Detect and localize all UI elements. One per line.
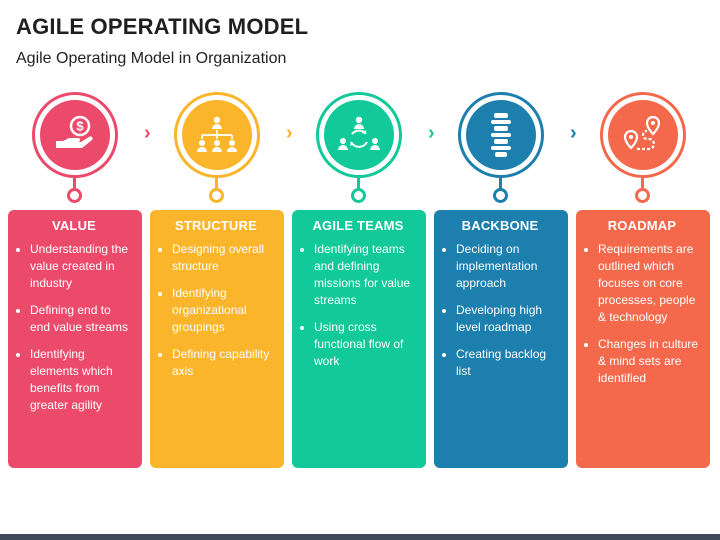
chevron-right-icon: › bbox=[428, 122, 435, 144]
list-item: Changes in culture & mind sets are ident… bbox=[598, 336, 702, 387]
icon-ring bbox=[458, 92, 544, 178]
card-title: VALUE bbox=[51, 218, 97, 233]
connector-stem bbox=[641, 178, 644, 190]
icon-ring bbox=[316, 92, 402, 178]
card-structure: STRUCTURE Designing overall structure Id… bbox=[150, 210, 284, 468]
card-agile-teams: AGILE TEAMS Identifying teams and defini… bbox=[292, 210, 426, 468]
chevron-right-icon: › bbox=[286, 122, 293, 144]
page-title: AGILE OPERATING MODEL bbox=[16, 14, 309, 39]
column-backbone: BACKBONE Deciding on implementation appr… bbox=[434, 88, 568, 470]
card-list: Designing overall structure Identifying … bbox=[156, 241, 276, 380]
list-item: Using cross functional flow of work bbox=[314, 319, 418, 370]
column-roadmap: ROADMAP Requirements are outlined which … bbox=[576, 88, 710, 470]
svg-text:$: $ bbox=[76, 119, 84, 134]
page-subtitle: Agile Operating Model in Organization bbox=[16, 50, 287, 67]
list-item: Identifying elements which benefits from… bbox=[30, 346, 134, 414]
chevron-right-icon: › bbox=[570, 122, 577, 144]
column-structure: STRUCTURE Designing overall structure Id… bbox=[150, 88, 284, 470]
column-value: $ VALUE Understanding the value created … bbox=[8, 88, 142, 470]
card-title: BACKBONE bbox=[461, 218, 539, 233]
list-item: Developing high level roadmap bbox=[456, 302, 560, 336]
connector-stem bbox=[499, 178, 502, 190]
connector-dot bbox=[635, 188, 650, 203]
icon-circle bbox=[324, 100, 394, 170]
team-cycle-icon bbox=[338, 116, 380, 150]
list-item: Creating backlog list bbox=[456, 346, 560, 380]
icon-ring bbox=[174, 92, 260, 178]
card-backbone: BACKBONE Deciding on implementation appr… bbox=[434, 210, 568, 468]
connector-dot bbox=[493, 188, 508, 203]
connector-dot bbox=[209, 188, 224, 203]
icon-circle: $ bbox=[40, 100, 110, 170]
connector-dot bbox=[67, 188, 82, 203]
list-item: Identifying teams and defining missions … bbox=[314, 241, 418, 309]
card-title: ROADMAP bbox=[607, 218, 677, 233]
icon-ring bbox=[600, 92, 686, 178]
list-item: Deciding on implementation approach bbox=[456, 241, 560, 292]
card-list: Identifying teams and defining missions … bbox=[298, 241, 418, 370]
connector-stem bbox=[73, 178, 76, 190]
card-list: Understanding the value created in indus… bbox=[14, 241, 134, 414]
list-item: Designing overall structure bbox=[172, 241, 276, 275]
icon-circle bbox=[608, 100, 678, 170]
card-list: Deciding on implementation approach Deve… bbox=[440, 241, 560, 380]
chevron-right-icon: › bbox=[144, 122, 151, 144]
column-agile-teams: AGILE TEAMS Identifying teams and defini… bbox=[292, 88, 426, 470]
card-roadmap: ROADMAP Requirements are outlined which … bbox=[576, 210, 710, 468]
connector-stem bbox=[357, 178, 360, 190]
footer-bar bbox=[0, 534, 720, 540]
list-item: Defining end to end value streams bbox=[30, 302, 134, 336]
icon-circle bbox=[466, 100, 536, 170]
icon-circle bbox=[182, 100, 252, 170]
list-item: Identifying organizational groupings bbox=[172, 285, 276, 336]
card-value: VALUE Understanding the value created in… bbox=[8, 210, 142, 468]
icon-ring: $ bbox=[32, 92, 118, 178]
model-columns: $ VALUE Understanding the value created … bbox=[8, 88, 712, 470]
list-item: Defining capability axis bbox=[172, 346, 276, 380]
card-list: Requirements are outlined which focuses … bbox=[582, 241, 702, 387]
card-title: AGILE TEAMS bbox=[312, 218, 404, 233]
org-chart-icon bbox=[197, 116, 237, 152]
route-pin-icon bbox=[623, 115, 661, 151]
list-item: Understanding the value created in indus… bbox=[30, 241, 134, 292]
list-item: Requirements are outlined which focuses … bbox=[598, 241, 702, 326]
card-title: STRUCTURE bbox=[175, 218, 257, 233]
spine-icon bbox=[491, 113, 511, 157]
hand-dollar-icon: $ bbox=[56, 115, 93, 148]
connector-dot bbox=[351, 188, 366, 203]
connector-stem bbox=[215, 178, 218, 190]
